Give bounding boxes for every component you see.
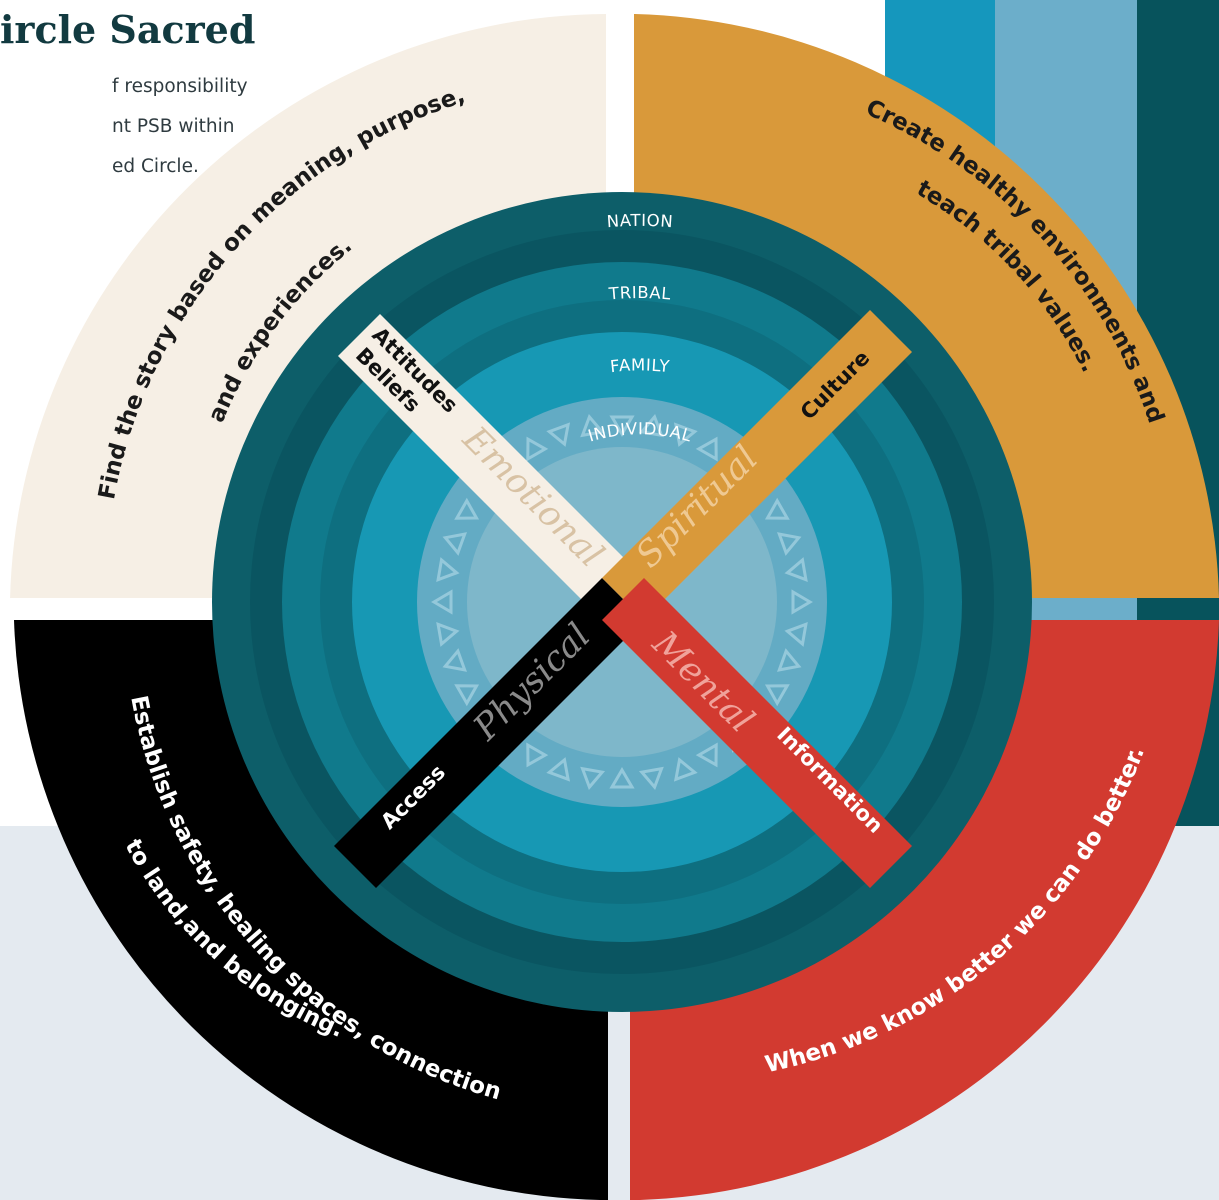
pattern-triangle [609, 767, 635, 789]
pattern-triangle [580, 413, 606, 438]
intro-line-3: ed Circle. [112, 156, 199, 177]
bar-physical [334, 578, 644, 888]
pattern-triangle [546, 422, 571, 447]
pattern-triangle [454, 497, 480, 520]
intro-line-2: nt PSB within [112, 116, 234, 137]
domain-bars [334, 310, 912, 888]
pattern-triangle [695, 742, 718, 768]
pattern-triangle [764, 684, 790, 707]
pattern-triangle [580, 766, 606, 791]
pattern-triangle [673, 757, 698, 782]
pattern-triangle [695, 436, 718, 462]
pattern-triangle [609, 415, 635, 437]
pattern-triangle [784, 557, 808, 583]
bar-mental [602, 578, 912, 888]
pattern-triangle [526, 436, 549, 462]
pattern-triangle [784, 621, 808, 647]
pattern-triangle [442, 648, 468, 672]
pattern-triangle [546, 757, 571, 782]
pattern-triangle [764, 497, 790, 520]
pattern-triangle [454, 684, 480, 707]
ring-label-nation: NATION [606, 211, 674, 231]
pattern-triangle [431, 589, 453, 615]
pattern-triangle [673, 422, 698, 447]
ring-labels: NATION TRIBAL FAMILY INDIVIDUAL [586, 211, 694, 446]
bar-spiritual [602, 310, 912, 620]
pattern-triangle [791, 589, 813, 615]
ring-label-family: FAMILY [609, 355, 671, 376]
pattern-triangle [526, 742, 549, 768]
intro-line-1: f responsibility [112, 76, 248, 97]
pattern-triangle [638, 413, 664, 438]
bar-emotional [338, 314, 644, 620]
pattern-triangle [442, 532, 468, 556]
header: ircle Sacred f responsibility nt PSB wit… [0, 7, 255, 177]
pattern-triangle [776, 648, 802, 672]
pattern-triangle [776, 532, 802, 556]
pattern-triangle [638, 766, 664, 791]
ring-label-tribal: TRIBAL [607, 283, 672, 304]
pattern-triangle [436, 621, 460, 647]
page-title: ircle Sacred [0, 7, 255, 52]
pattern-triangle [436, 557, 460, 583]
